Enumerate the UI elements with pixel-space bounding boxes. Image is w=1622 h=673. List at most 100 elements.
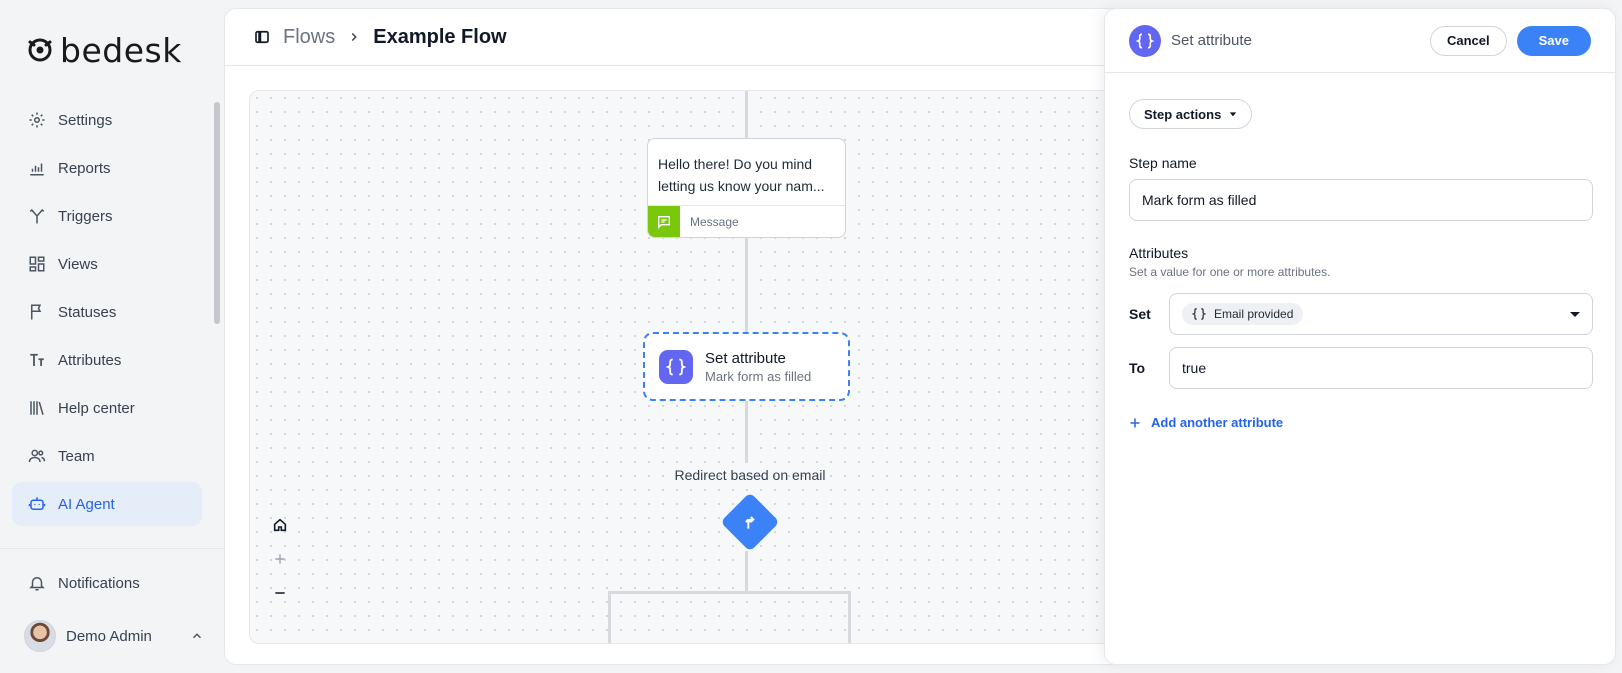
step-actions-button[interactable]: Step actions (1129, 99, 1253, 129)
set-label: Set (1129, 306, 1151, 322)
plus-icon (275, 554, 285, 564)
edge-set-to-branch (745, 401, 748, 463)
bot-icon (28, 497, 46, 510)
step-actions-label: Step actions (1144, 106, 1222, 122)
users-icon (28, 449, 46, 463)
home-icon (273, 518, 287, 532)
sidebar-item-label: Reports (58, 159, 111, 177)
attribute-select[interactable]: Email provided (1169, 293, 1593, 335)
bell-icon (29, 577, 45, 591)
sidebar-scrollbar[interactable] (214, 102, 220, 324)
zoom-controls (270, 515, 290, 603)
notifications-link[interactable]: Notifications (28, 574, 140, 592)
braces-icon (659, 349, 693, 384)
message-node-footer: Message (648, 205, 845, 237)
attribute-chip: Email provided (1182, 303, 1304, 325)
chart-icon (30, 163, 44, 176)
sidebar-item-team[interactable]: Team (12, 434, 202, 478)
branch-label: Redirect based on email (674, 467, 826, 483)
logo-text: bedesk (60, 30, 182, 70)
books-icon (30, 401, 44, 415)
edge-branch-down (745, 551, 748, 593)
add-attribute-button[interactable]: Add another attribute (1129, 415, 1593, 430)
sidebar-item-label: Triggers (58, 207, 113, 225)
flag-icon (31, 304, 42, 320)
set-row: Set Email provided (1129, 293, 1593, 335)
sidebar-item-attributes[interactable]: Attributes (12, 338, 202, 382)
chevron-up-icon (192, 633, 202, 639)
minus-icon (275, 592, 285, 594)
zoom-out-button[interactable] (270, 583, 290, 603)
logo[interactable]: bedesk (26, 30, 182, 70)
user-menu[interactable]: Demo Admin (24, 620, 204, 652)
edge-branch-right (848, 591, 851, 643)
panel-title: Set attribute (1171, 32, 1252, 49)
breadcrumb: Flows Example Flow (253, 26, 507, 49)
sidebar-item-triggers[interactable]: Triggers (12, 194, 202, 238)
caret-down-icon (1230, 112, 1237, 117)
logo-icon (28, 38, 52, 62)
sidebar-item-label: Help center (58, 399, 135, 417)
to-label: To (1129, 360, 1146, 376)
panel-braces-icon (1129, 24, 1161, 57)
panel-header: Set attribute Cancel Save (1105, 9, 1615, 73)
message-icon (648, 205, 680, 237)
sidebar-item-label: Team (58, 447, 95, 465)
breadcrumb-current: Example Flow (373, 25, 507, 48)
grid-icon (29, 256, 45, 272)
sidebar-toggle-icon[interactable] (253, 28, 271, 46)
set-attribute-node[interactable]: Set attribute Mark form as filled (643, 332, 850, 401)
message-node[interactable]: Hello there! Do you mind letting us know… (647, 138, 846, 238)
sidebar-item-settings[interactable]: Settings (12, 98, 202, 142)
breadcrumb-flows[interactable]: Flows (283, 25, 336, 48)
step-name-value: Mark form as filled (1142, 192, 1257, 208)
sidebar-item-reports[interactable]: Reports (12, 146, 202, 190)
sidebar-item-statuses[interactable]: Statuses (12, 290, 202, 334)
branch-icon (29, 208, 45, 224)
gear-icon (29, 112, 45, 128)
sidebar-item-label: Settings (58, 111, 113, 129)
text-type-icon (30, 353, 44, 366)
sidebar-item-label: AI Agent (58, 495, 115, 513)
plus-icon (1130, 418, 1140, 427)
step-name-input[interactable]: Mark form as filled (1129, 179, 1593, 221)
home-button[interactable] (270, 515, 290, 535)
edge-branch-left (608, 591, 611, 643)
to-row: To true (1129, 347, 1593, 389)
user-name: Demo Admin (66, 627, 152, 645)
split-icon (745, 516, 755, 529)
braces-small-icon (1192, 308, 1206, 320)
value-input[interactable]: true (1169, 347, 1593, 389)
value-text: true (1182, 360, 1207, 376)
edge-top (745, 91, 748, 138)
message-node-text: Hello there! Do you mind letting us know… (658, 156, 825, 194)
zoom-in-button[interactable] (270, 549, 290, 569)
sidebar-item-ai-agent[interactable]: AI Agent (12, 482, 202, 526)
sidebar-item-help-center[interactable]: Help center (12, 386, 202, 430)
sidebar-nav: Settings Reports Triggers Views Statuses… (12, 98, 202, 530)
main-header: Flows Example Flow (225, 9, 1615, 66)
edge-msg-to-set (745, 238, 748, 332)
sidebar: bedesk Settings Reports Triggers Views S… (0, 0, 224, 673)
chevron-right-icon (351, 32, 358, 42)
attribute-chip-label: Email provided (1214, 307, 1294, 321)
set-node-subtitle: Mark form as filled (705, 368, 812, 384)
cancel-button[interactable]: Cancel (1429, 25, 1507, 56)
set-node-title: Set attribute (705, 349, 786, 367)
panel-body: Step actions Step name Mark form as fill… (1129, 99, 1593, 430)
avatar (24, 620, 56, 652)
sidebar-item-label: Statuses (58, 303, 117, 321)
sidebar-divider (0, 548, 224, 549)
set-attribute-panel: Set attribute Cancel Save Step actions S… (1104, 8, 1616, 665)
sidebar-item-label: Views (58, 255, 98, 273)
caret-down-icon (1570, 312, 1580, 317)
sidebar-item-views[interactable]: Views (12, 242, 202, 286)
message-node-type: Message (690, 214, 739, 229)
notifications-label: Notifications (58, 574, 140, 592)
edge-branch-horizontal (608, 591, 851, 594)
attributes-help: Set a value for one or more attributes. (1129, 265, 1331, 279)
sidebar-item-label: Attributes (58, 351, 122, 369)
attributes-label: Attributes (1129, 245, 1189, 261)
step-name-label: Step name (1129, 155, 1197, 171)
save-button[interactable]: Save (1516, 25, 1591, 56)
